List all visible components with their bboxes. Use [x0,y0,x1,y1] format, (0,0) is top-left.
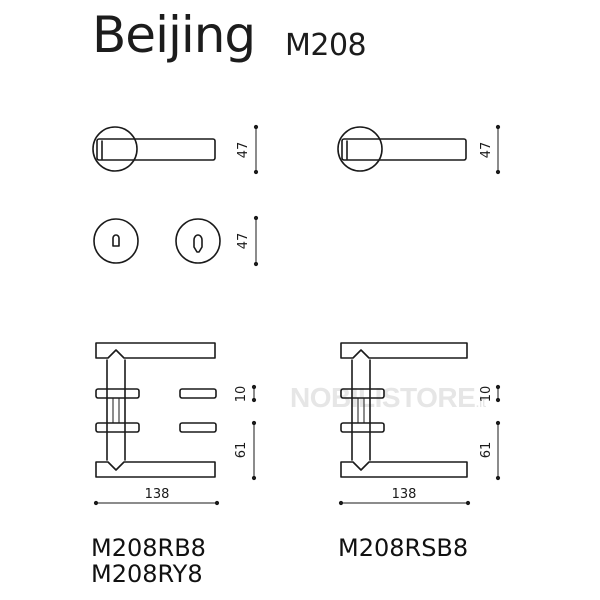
product-code-rb8: M208RB8 [91,534,206,562]
profile-left [95,342,217,478]
handle-rose-right [337,126,467,172]
watermark-tld: .it [475,394,486,411]
dim-spacing-a-left: 10 [234,386,249,403]
profile-right [340,342,468,478]
escutcheon-key [93,218,139,264]
escutcheon-cylinder [175,218,221,264]
handle-rose-left [92,126,216,172]
product-model: M208 [285,28,367,63]
rose-circle [337,126,383,172]
product-title: Beijing [92,6,256,64]
dim-rose-height: 47 [236,142,251,159]
product-code-ry8: M208RY8 [91,560,203,588]
dim-spacing-a-right: 10 [479,386,494,403]
lever-bar [341,138,467,161]
dim-width-right: 138 [392,487,417,502]
dim-rose-height-right: 47 [479,142,494,159]
dim-spacing-b-right: 61 [479,442,494,459]
dim-escutcheon-height: 47 [236,233,251,250]
rose-circle [92,126,138,172]
dim-width-left: 138 [145,487,170,502]
product-code-rsb8: M208RSB8 [338,534,469,562]
lever-bar [96,138,216,161]
dim-spacing-b-left: 61 [234,442,249,459]
